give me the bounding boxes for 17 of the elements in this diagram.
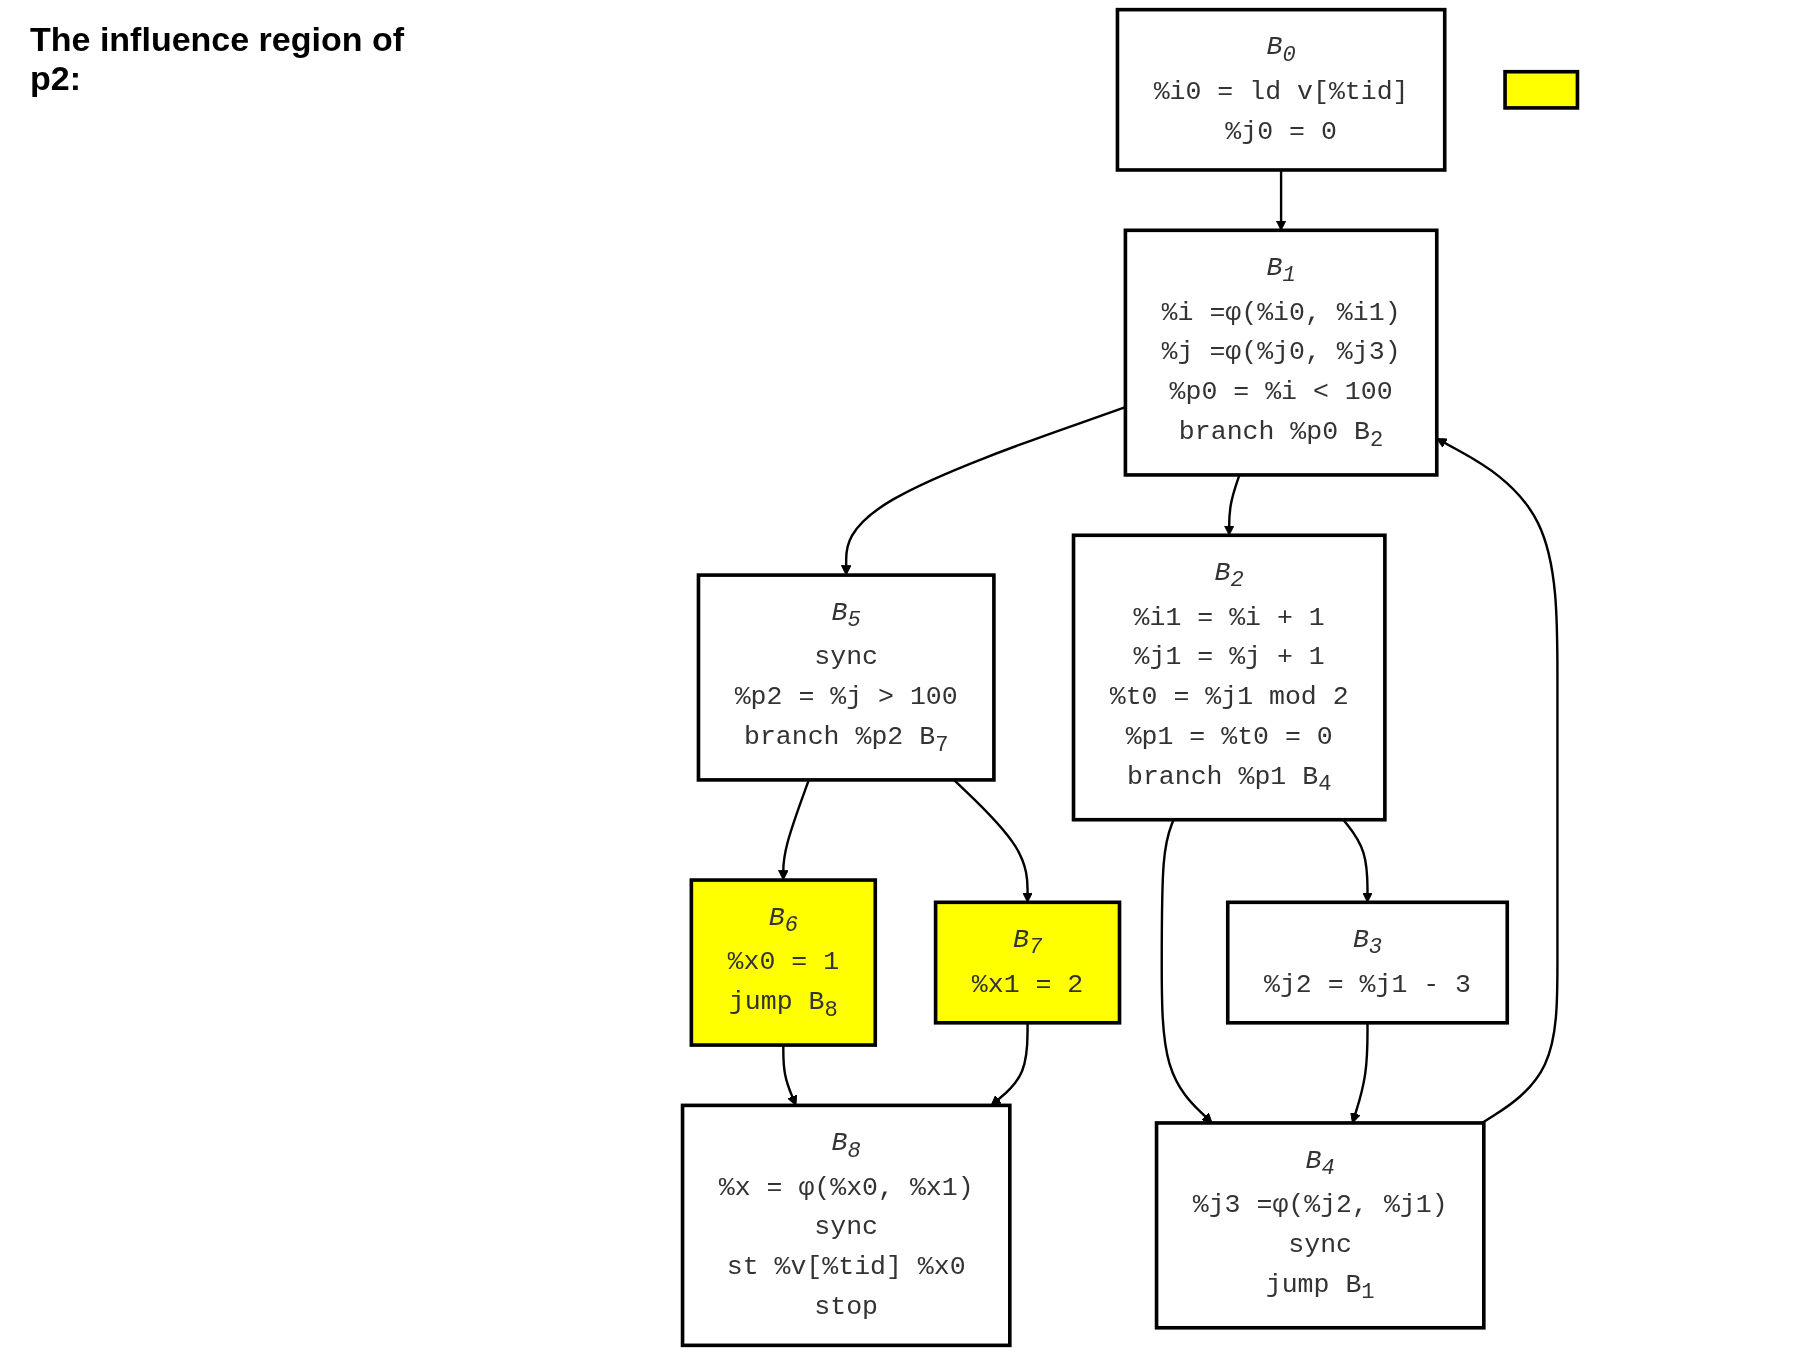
arrow <box>1275 170 1287 231</box>
node-box: B$_{0}$ %i0 = ld v[%tid] %j0 = 0 <box>1115 7 1447 172</box>
arrow <box>1223 474 1241 536</box>
node-box <box>1503 69 1580 110</box>
note-text: The influence region of p2: <box>30 20 406 98</box>
arrow <box>778 779 810 881</box>
node-box: B$_{5}$ sync %p2 = %j > 100 branch %p2 B$_{7}$ <box>696 573 996 782</box>
node-box: B$_{2}$ %i1 = %i + 1 %j1 = %j + 1 %t0 = %j1 mod 2 %p1 = %t0 = 0 branch %p1 B$_{4}$ <box>1071 533 1387 822</box>
node-box: B$_{1}$ %i =φ(%i0, %i1) %j =φ(%j0, %j3) %p0 = %i < 100 branch %p0 B$_{2}$ <box>1123 228 1439 477</box>
node-box: B$_{4}$ %j3 =φ(%j2, %j1) sync jump B$_{1}$ <box>1154 1121 1486 1330</box>
node-box: B$_{7}$ %x1 = 2 <box>933 900 1122 1025</box>
node-box: B$_{8}$ %x = φ(%x0, %x1) sync st %v[%tid] %x0 stop <box>680 1103 1012 1348</box>
arrow <box>782 1045 798 1106</box>
node-box: B$_{6}$ %x0 = 1 jump B$_{8}$ <box>689 878 878 1047</box>
arrow <box>953 779 1033 903</box>
node-box: B$_{3}$ %j2 = %j1 - 3 <box>1225 900 1510 1025</box>
arrow <box>990 1022 1029 1106</box>
